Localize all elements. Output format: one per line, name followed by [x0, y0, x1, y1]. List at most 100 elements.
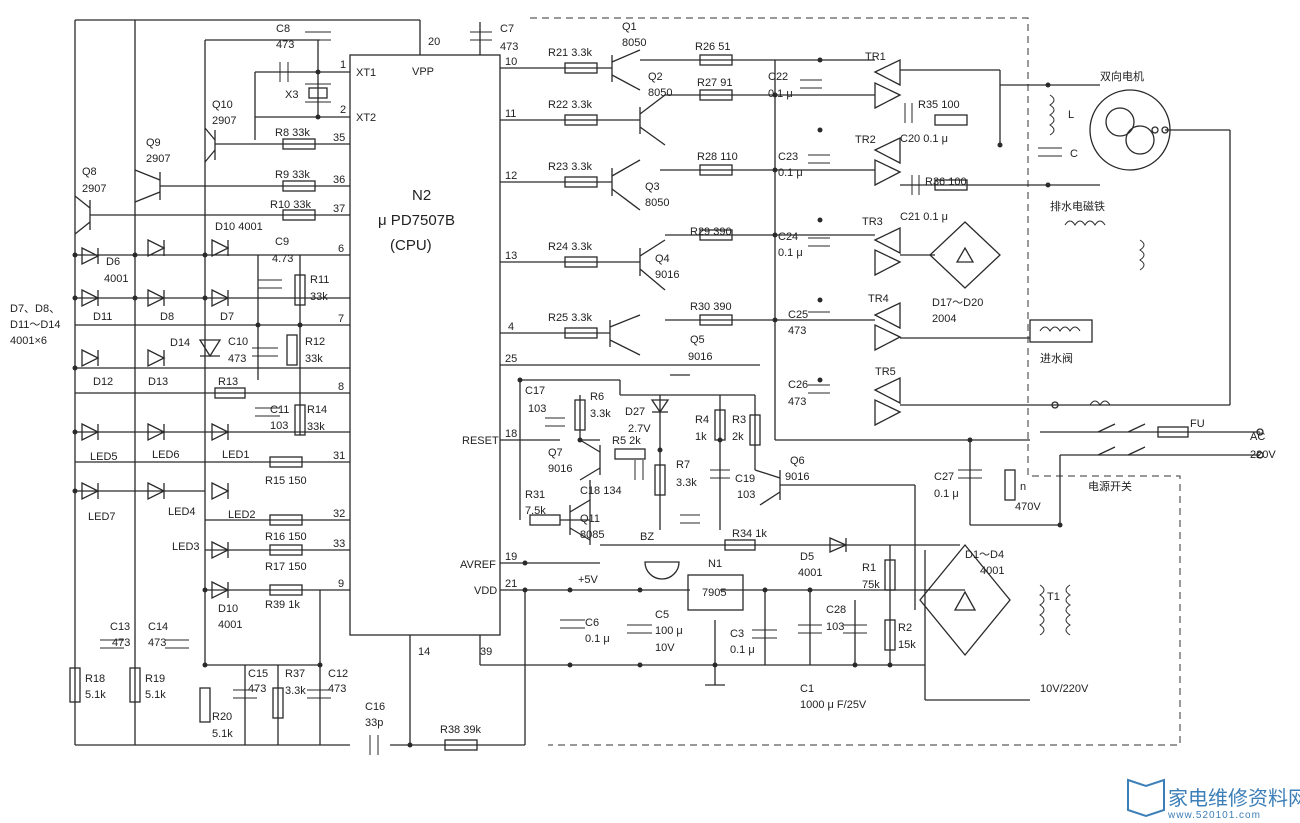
label: 4001 [798, 567, 822, 579]
label: 2907 [146, 153, 170, 165]
label: 473 [788, 325, 806, 337]
label: R2 [898, 622, 912, 634]
label: C27 [934, 471, 954, 483]
label: 75k [862, 579, 880, 591]
capacitors [100, 31, 1062, 755]
label: C3 [730, 628, 744, 640]
label: R8 33k [275, 127, 310, 139]
label: 473 [276, 39, 294, 51]
cpu-name: N2 [412, 187, 431, 204]
ground-symbols [670, 374, 725, 686]
cpu-chip: N2 μ PD7507B (CPU) 20 VPP 1 XT1 2 XT2 35… [333, 36, 517, 658]
label: C14 [148, 621, 168, 633]
label: 0.1 μ [768, 88, 793, 100]
label: C12 [328, 668, 348, 680]
label: Q4 [655, 253, 670, 265]
label: C15 [248, 668, 268, 680]
label: 33k [310, 291, 328, 303]
label: 2907 [212, 115, 236, 127]
label: R28 110 [697, 151, 738, 163]
label: 103 [528, 403, 546, 415]
label: R31 [525, 489, 545, 501]
label: 2907 [82, 183, 106, 195]
pin-label: 32 [333, 508, 345, 520]
label: C21 0.1 μ [900, 211, 948, 223]
label: R29 390 [690, 226, 732, 238]
pin-label: 19 [505, 551, 517, 563]
label: C18 134 [580, 485, 622, 497]
label: R1 [862, 562, 876, 574]
label: 473 [248, 683, 266, 695]
label: 33p [365, 717, 383, 729]
label: 8050 [645, 197, 669, 209]
label: R14 [307, 404, 327, 416]
label: TR4 [868, 293, 889, 305]
pin-label: 25 [505, 353, 517, 365]
label: LED5 [90, 451, 118, 463]
label: 7905 [702, 587, 726, 599]
label: Q11 [580, 513, 600, 525]
cpu-part: μ PD7507B [378, 212, 455, 229]
label: D27 [625, 406, 645, 418]
label: C24 [778, 231, 798, 243]
pin-label: 2 [340, 104, 346, 116]
label: R9 33k [275, 169, 310, 181]
label: R6 [590, 391, 604, 403]
pin-label: 36 [333, 174, 345, 186]
pin-label: 33 [333, 538, 345, 550]
label: 100 μ [655, 625, 683, 637]
pin-label: VDD [474, 585, 497, 597]
pin-label: 8 [338, 381, 344, 393]
label: R30 390 [690, 301, 732, 313]
label: FU [1190, 418, 1205, 430]
pin-label: 20 [428, 36, 440, 48]
label: C7 [500, 23, 514, 35]
pin-label: 21 [505, 578, 517, 590]
label: R11 [310, 274, 329, 286]
label: D8 [160, 311, 174, 323]
label: Q3 [645, 181, 660, 193]
label: R25 3.3k [548, 312, 593, 324]
pin-label: 13 [505, 250, 517, 262]
label: C5 [655, 609, 669, 621]
label: Q6 [790, 455, 805, 467]
label: R35 100 [918, 99, 960, 111]
label: 33k [305, 353, 323, 365]
label: R20 [212, 711, 232, 723]
label: LED7 [88, 511, 116, 523]
label: LED1 [222, 449, 250, 461]
triacs [873, 58, 902, 427]
label: 9016 [688, 351, 712, 363]
label: R37 [285, 668, 305, 680]
label: R26 51 [695, 41, 730, 53]
label: 0.1 μ [585, 633, 610, 645]
label: 15k [898, 639, 916, 651]
label: R24 3.3k [548, 241, 593, 253]
pin-label: RESET [462, 435, 499, 447]
pin-label: 12 [505, 170, 517, 182]
label: Q5 [690, 334, 705, 346]
label: D5 [800, 551, 814, 563]
label: BZ [640, 531, 654, 543]
label: 103 [826, 621, 844, 633]
label: 4001 [104, 273, 128, 285]
wiring [74, 19, 1260, 746]
label: LED2 [228, 509, 256, 521]
label: 10V [655, 642, 675, 654]
transistors [74, 49, 781, 541]
label: C9 [275, 236, 289, 248]
label: D10 4001 [215, 221, 263, 233]
label: TR3 [862, 216, 883, 228]
motor [1049, 89, 1171, 171]
pin-label: 10 [505, 56, 517, 68]
label: 1000 μ F/25V [800, 699, 867, 711]
label: 220V [1250, 449, 1276, 461]
label: 8085 [580, 529, 604, 541]
watermark: 家电维修资料网 www.520101.com [1127, 778, 1300, 821]
label: 3.3k [590, 408, 611, 420]
label: n [1020, 481, 1026, 493]
label: C1 [800, 683, 814, 695]
buzzer [644, 561, 680, 580]
label: 3.3k [285, 685, 306, 697]
